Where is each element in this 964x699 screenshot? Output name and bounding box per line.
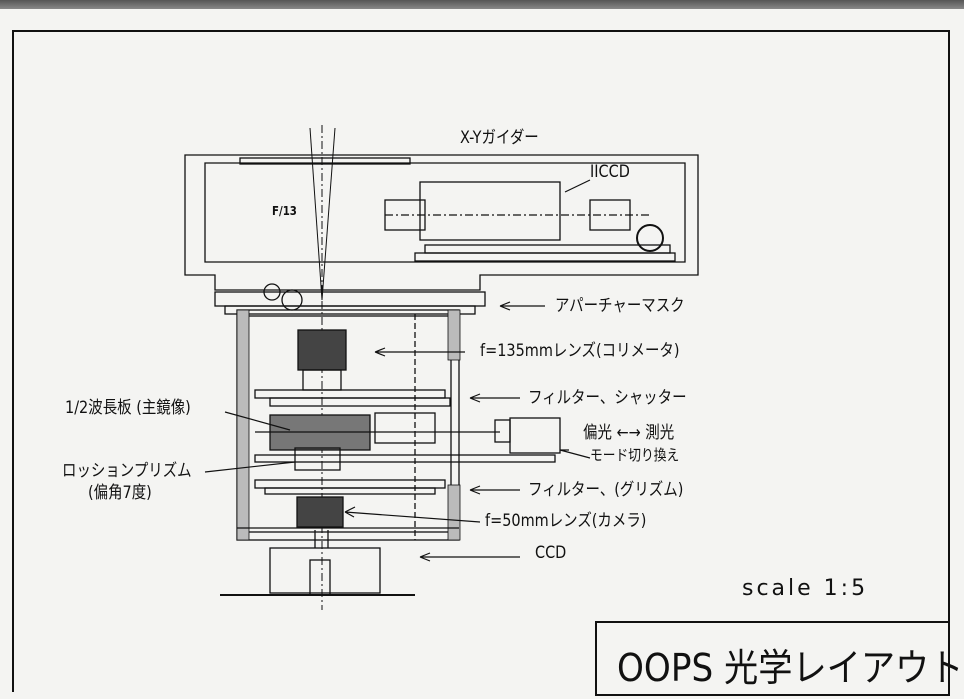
filter-shutter-plates bbox=[254, 389, 451, 407]
filter-grism-plates bbox=[254, 479, 446, 495]
label-mode-switch: モード切り換え bbox=[590, 446, 680, 464]
label-collimator: f=135mmレンズ(コリメータ) bbox=[480, 341, 680, 361]
annotation-arrows bbox=[204, 179, 591, 562]
label-polarimetry-photometry: 偏光 ←→ 測光 bbox=[583, 423, 675, 443]
label-rochon-prism: ロッションプリズム bbox=[62, 461, 192, 481]
collimator-lens bbox=[297, 329, 347, 391]
label-iiccd: IICCD bbox=[590, 162, 630, 182]
label-guider: X-Yガイダー bbox=[460, 128, 539, 148]
polarization-unit bbox=[254, 412, 561, 471]
xy-guider-box bbox=[184, 154, 699, 291]
label-half-wave-plate: 1/2波長板 (主鏡像) bbox=[65, 398, 191, 418]
label-ccd: CCD bbox=[535, 543, 567, 563]
label-aperture-mask: アパーチャーマスク bbox=[555, 296, 685, 316]
label-filter-shutter: フィルター、シャッター bbox=[528, 388, 687, 408]
title-block bbox=[595, 621, 950, 696]
camera-lens bbox=[237, 496, 459, 529]
drawing-frame bbox=[12, 30, 950, 692]
label-camera-lens: f=50mmレンズ(カメラ) bbox=[485, 511, 647, 531]
scanner-top-edge bbox=[0, 0, 964, 9]
label-f-ratio: F/13 bbox=[272, 204, 297, 218]
drawing-title: OOPS 光学レイアウト bbox=[617, 646, 964, 690]
scale-label: scale 1:5 bbox=[742, 576, 869, 601]
label-filter-grism: フィルター、(グリズム) bbox=[528, 480, 684, 500]
ccd-unit bbox=[220, 530, 415, 596]
label-deflection-angle: (偏角7度) bbox=[88, 483, 152, 503]
instrument-box bbox=[236, 309, 461, 541]
